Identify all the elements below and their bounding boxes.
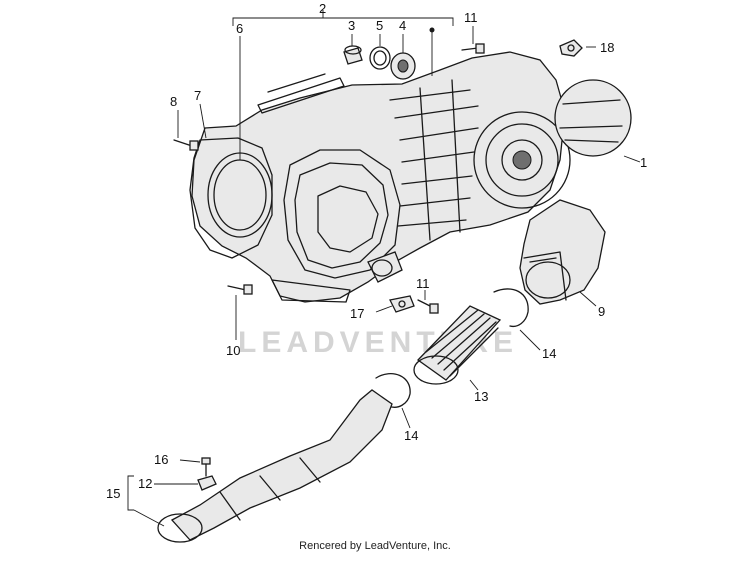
callout-1: 1 xyxy=(640,155,647,170)
part-4-bearing xyxy=(390,52,416,80)
part-12-bracket xyxy=(197,475,217,491)
part-8-bolt xyxy=(173,139,199,151)
callout-8: 8 xyxy=(170,94,177,109)
callout-4: 4 xyxy=(399,18,406,33)
part-11-bolt-bottom xyxy=(417,299,439,314)
callout-3: 3 xyxy=(348,18,355,33)
callout-2: 2 xyxy=(319,1,326,16)
callout-7: 7 xyxy=(194,88,201,103)
callout-18: 18 xyxy=(600,40,614,55)
part-10-bolt xyxy=(227,284,253,295)
callout-11-top: 11 xyxy=(464,10,478,25)
part-18-clip xyxy=(559,39,583,57)
part-14-clamp-top xyxy=(493,288,529,328)
callout-10: 10 xyxy=(226,343,240,358)
callout-11-bottom: 11 xyxy=(416,276,430,291)
callout-14-right: 14 xyxy=(542,346,556,361)
part-17-clamp xyxy=(389,295,415,313)
part-13-bellows xyxy=(413,305,502,385)
callout-5: 5 xyxy=(376,18,383,33)
callout-6: 6 xyxy=(236,21,243,36)
group-15-bracket xyxy=(127,475,134,511)
part-3-pin xyxy=(343,45,363,65)
group-2-bracket xyxy=(232,10,454,26)
callout-15: 15 xyxy=(106,486,120,501)
callout-16: 16 xyxy=(154,452,168,467)
callout-14-left: 14 xyxy=(404,428,418,443)
transmission-cover xyxy=(189,51,571,303)
part-9-duct xyxy=(519,199,606,305)
callout-labels: 1 2 3 4 5 6 7 8 9 10 11 11 12 13 14 14 1… xyxy=(106,1,647,501)
rendered-by-credit: Rencered by LeadVenture, Inc. xyxy=(299,540,451,552)
callout-13: 13 xyxy=(474,389,488,404)
part-16-screw xyxy=(201,457,211,477)
callout-12: 12 xyxy=(138,476,152,491)
part-5-ring xyxy=(369,46,391,70)
leader-lines xyxy=(133,26,641,527)
part-1-disc-cover xyxy=(554,79,632,157)
callout-9: 9 xyxy=(598,304,605,319)
callout-17: 17 xyxy=(350,306,364,321)
part-14-clamp-bottom xyxy=(375,373,411,408)
part-11-bolt-top xyxy=(461,43,485,54)
part-15-intake-tube xyxy=(157,389,393,543)
